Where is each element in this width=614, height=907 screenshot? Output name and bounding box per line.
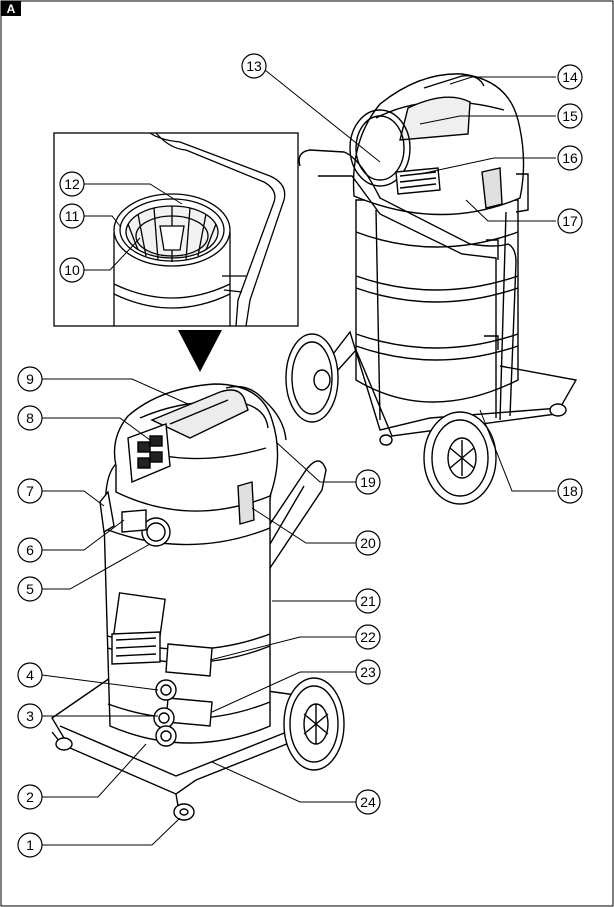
callout-label: 14 <box>562 69 578 85</box>
callout-label: 7 <box>26 483 34 499</box>
callout-label: 5 <box>26 581 34 597</box>
inset-pointer-arrow <box>178 330 222 372</box>
callout-13: 13 <box>241 53 267 79</box>
callout-label: 11 <box>65 208 80 224</box>
panel-label-badge: A <box>1 1 21 16</box>
callout-20: 20 <box>355 530 381 556</box>
callout-9: 9 <box>17 366 43 392</box>
callout-19: 19 <box>355 469 381 495</box>
callout-label: 12 <box>64 176 80 192</box>
callout-1: 1 <box>17 832 43 858</box>
callout-8: 8 <box>17 405 43 431</box>
callout-5: 5 <box>17 576 43 602</box>
callout-label: 4 <box>26 667 34 683</box>
detail-inset <box>53 132 299 327</box>
callout-label: 18 <box>562 483 578 499</box>
callout-label: 19 <box>360 474 376 490</box>
callout-7: 7 <box>17 478 43 504</box>
callout-23: 23 <box>355 659 381 685</box>
callout-label: 3 <box>26 708 34 724</box>
callout-label: 16 <box>562 150 578 166</box>
callout-label: 2 <box>26 789 34 805</box>
callout-17: 17 <box>557 208 583 234</box>
callout-12: 12 <box>59 171 85 197</box>
callout-11: 11 <box>59 203 85 229</box>
callout-label: 13 <box>246 58 262 74</box>
leader-lines <box>41 65 556 846</box>
callout-15: 15 <box>557 103 583 129</box>
callout-18: 18 <box>557 478 583 504</box>
callout-14: 14 <box>557 64 583 90</box>
vacuum-rear-view <box>285 73 578 505</box>
callout-label: 20 <box>360 535 376 551</box>
callout-label: 24 <box>360 794 376 810</box>
callout-2: 2 <box>17 784 43 810</box>
vacuum-front-view <box>51 383 345 821</box>
callout-label: 15 <box>562 108 578 124</box>
callout-label: 10 <box>64 262 80 278</box>
callout-21: 21 <box>355 588 381 614</box>
callout-6: 6 <box>17 537 43 563</box>
callout-label: 9 <box>26 371 34 387</box>
callout-16: 16 <box>557 145 583 171</box>
callout-22: 22 <box>355 624 381 650</box>
callout-4: 4 <box>17 662 43 688</box>
callout-10: 10 <box>59 257 85 283</box>
callout-label: 21 <box>360 593 376 609</box>
callout-3: 3 <box>17 703 43 729</box>
callout-label: 22 <box>360 629 376 645</box>
callout-label: 8 <box>26 410 34 426</box>
callout-label: 1 <box>26 837 34 853</box>
callout-label: 17 <box>562 213 578 229</box>
callout-label: 23 <box>360 664 376 680</box>
callout-label: 6 <box>26 542 34 558</box>
panel-label: A <box>7 2 16 16</box>
callout-24: 24 <box>355 789 381 815</box>
